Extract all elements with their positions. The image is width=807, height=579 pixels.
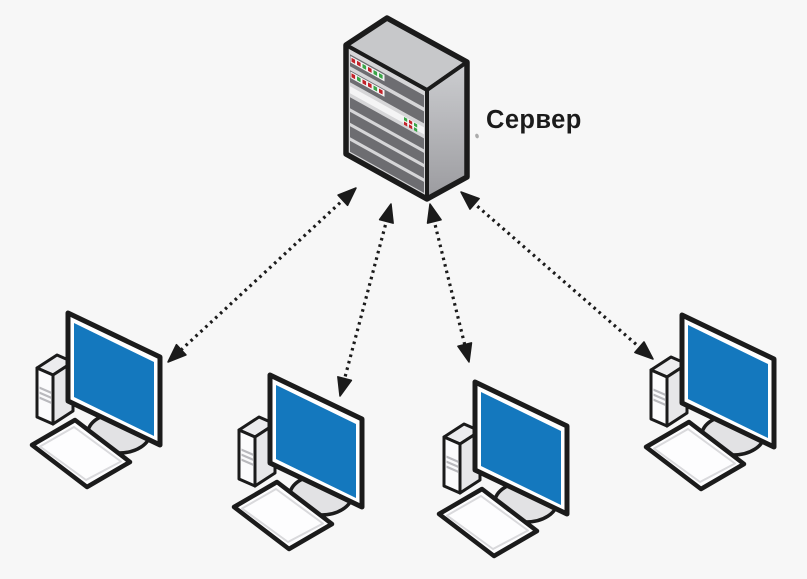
server-vent bbox=[350, 97, 424, 150]
dotted-line bbox=[471, 200, 643, 351]
arrowhead-icon bbox=[457, 342, 473, 363]
arrowhead-icon bbox=[337, 187, 357, 207]
stray-mark bbox=[475, 133, 479, 139]
server-vent bbox=[350, 111, 424, 164]
arrowhead-icon bbox=[167, 343, 187, 363]
arrowhead-icon bbox=[426, 203, 442, 224]
connection-server-client-4 bbox=[460, 191, 654, 360]
server-vent bbox=[350, 140, 424, 193]
arrowhead-icon bbox=[634, 341, 654, 360]
connection-server-client-1 bbox=[167, 187, 357, 363]
server-led-panel bbox=[350, 56, 385, 97]
connection-server-client-3 bbox=[426, 203, 473, 363]
server-vent bbox=[350, 126, 424, 179]
dotted-line bbox=[342, 218, 389, 382]
server-led-cluster bbox=[404, 117, 418, 133]
client-computer-2 bbox=[234, 375, 362, 549]
server-node bbox=[343, 15, 470, 202]
arrowhead-icon bbox=[460, 191, 480, 210]
arrowhead-icon bbox=[337, 376, 353, 397]
server-inner-edges bbox=[345, 43, 469, 199]
server-label: Сервер bbox=[486, 106, 582, 134]
dotted-line bbox=[432, 218, 467, 348]
server-light-band bbox=[350, 86, 424, 135]
client-computer-4 bbox=[646, 315, 774, 489]
server-outline bbox=[343, 15, 470, 202]
arrowhead-icon bbox=[378, 203, 394, 224]
dotted-line bbox=[177, 197, 347, 353]
client-computer-3 bbox=[439, 382, 567, 556]
connection-server-client-2 bbox=[337, 203, 394, 397]
client-computer-1 bbox=[32, 313, 160, 487]
server-vent-panel bbox=[350, 54, 424, 193]
